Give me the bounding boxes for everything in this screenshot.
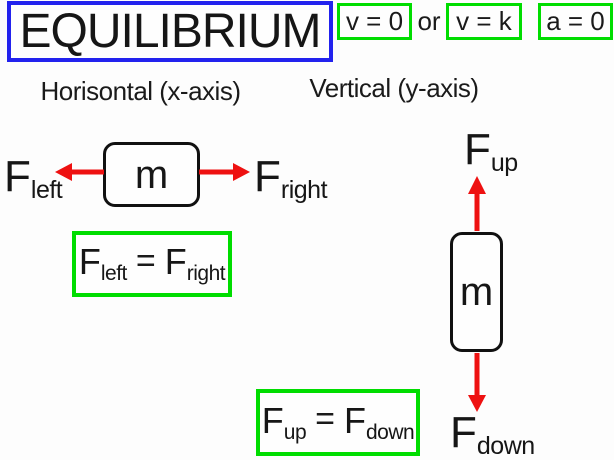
condition-or-label: or [417, 6, 441, 36]
condition-velocity-zero-label: v = 0 [345, 6, 404, 36]
condition-acceleration-zero-label: a = 0 [546, 6, 605, 36]
equation-box-horizontal: Fleft = Fright [72, 231, 232, 297]
equation-box-vertical: Fup = Fdown [256, 389, 420, 456]
force-up-label: Fup [464, 128, 518, 176]
force-down-subscript: down [476, 432, 535, 460]
equation-vertical-equals: = [315, 400, 335, 438]
heading-vertical: Vertical (y-axis) [309, 73, 479, 103]
page-title: EQUILIBRIUM [19, 4, 321, 58]
force-left-label: Fleft [4, 152, 63, 204]
eq-h-right-subscript: right [186, 261, 226, 285]
condition-box-velocity-zero: v = 0 [337, 3, 412, 40]
eq-h-right-symbol: F [164, 241, 187, 283]
mass-box-horizontal: m [103, 142, 200, 207]
force-right-label: Fright [254, 152, 328, 204]
condition-box-acceleration-zero: a = 0 [538, 3, 613, 40]
eq-h-left-symbol: F [78, 241, 101, 283]
force-left-symbol: F [4, 152, 31, 201]
eq-v-left-subscript: up [283, 420, 307, 444]
force-right-subscript: right [280, 176, 328, 204]
eq-v-right-subscript: down [366, 420, 415, 444]
force-down-arrow [468, 353, 486, 412]
eq-v-right-symbol: F [344, 399, 366, 441]
eq-h-left-subscript: left [100, 261, 128, 285]
equation-vertical-rhs: Fdown [344, 399, 415, 444]
mass-box-vertical: m [450, 232, 503, 352]
condition-box-velocity-constant: v = k [446, 3, 522, 40]
equation-horizontal-rhs: Fright [164, 241, 226, 285]
condition-velocity-constant-label: v = k [456, 6, 512, 36]
force-up-symbol: F [464, 125, 491, 174]
equation-horizontal-lhs: Fleft [78, 241, 128, 285]
eq-v-left-symbol: F [261, 399, 284, 441]
force-right-symbol: F [254, 152, 281, 201]
equation-horizontal-equals: = [135, 241, 156, 280]
force-down-symbol: F [450, 408, 477, 457]
mass-label: m [459, 270, 494, 314]
mass-label: m [134, 152, 169, 197]
force-up-subscript: up [490, 149, 518, 177]
title-box: EQUILIBRIUM [7, 1, 333, 62]
equation-vertical-lhs: Fup [261, 399, 307, 444]
force-right-arrow [199, 163, 250, 181]
force-left-arrow [55, 163, 104, 181]
heading-horizontal: Horisontal (x-axis) [40, 76, 242, 106]
force-up-arrow [468, 176, 486, 231]
force-down-label: Fdown [450, 411, 535, 459]
force-left-subscript: left [30, 176, 63, 204]
